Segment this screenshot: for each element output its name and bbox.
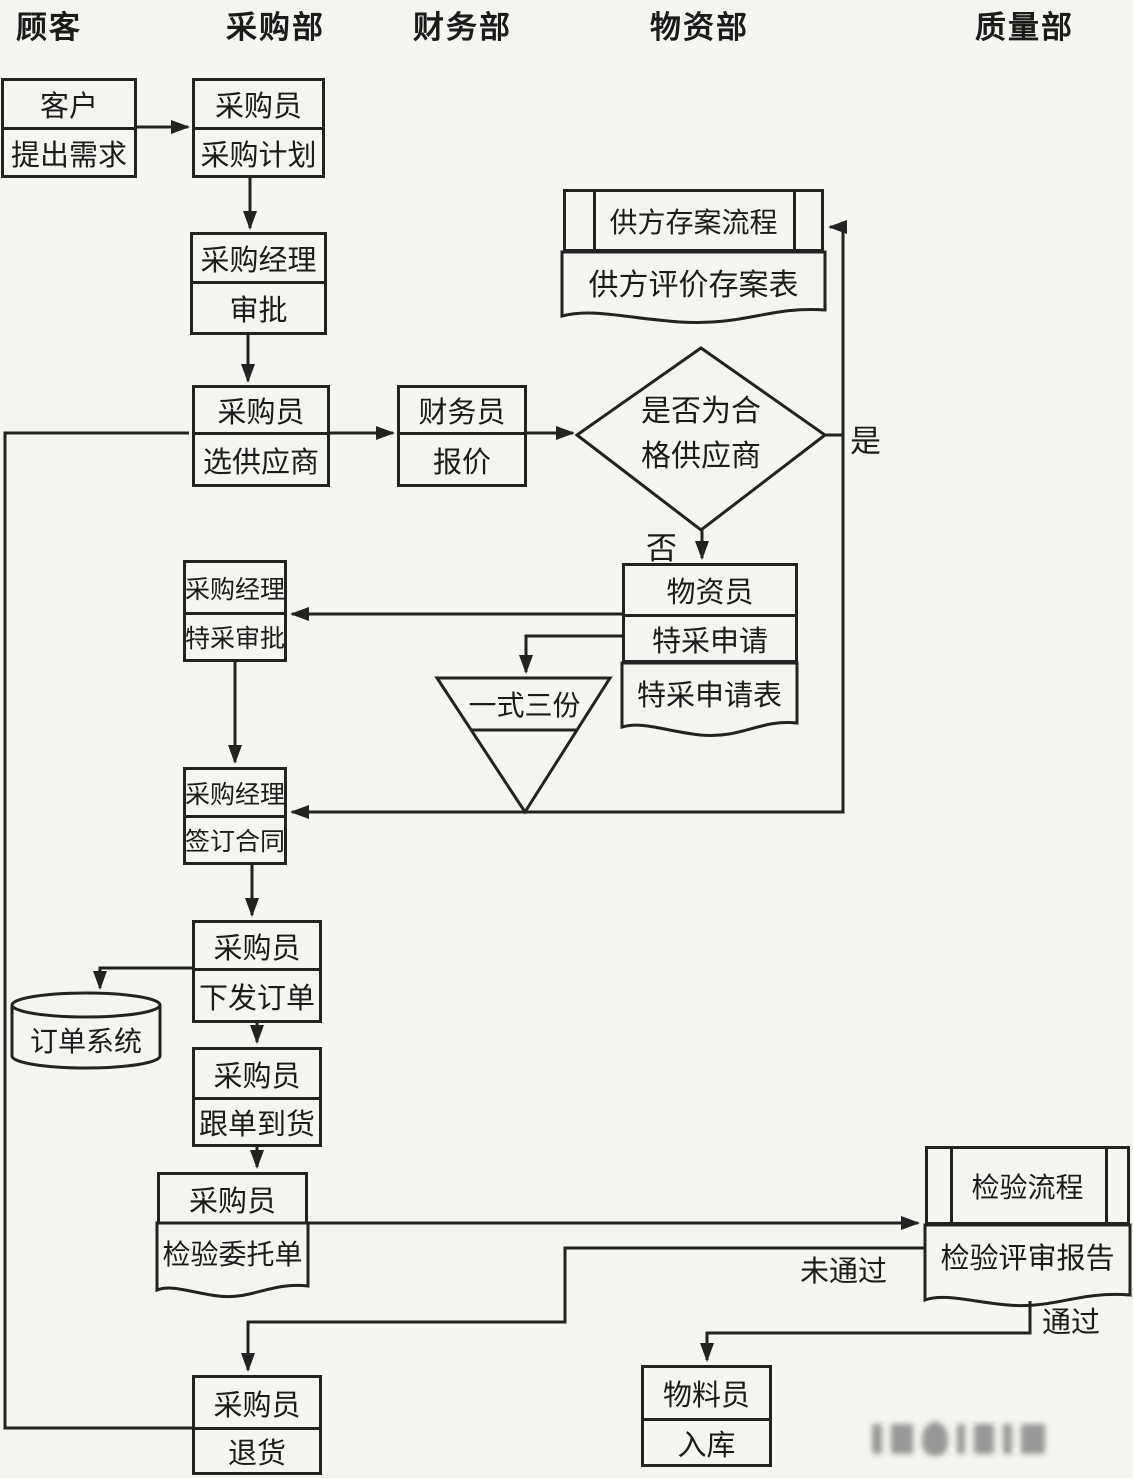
inspection-request-doc-shape (155, 1221, 310, 1299)
node-finance-quote-role: 财务员 (400, 388, 524, 435)
node-buyer-track-arrival-role: 采购员 (195, 1050, 319, 1100)
node-manager-approve: 采购经理 审批 (190, 232, 327, 335)
branch-label-pass: 通过 (1042, 1307, 1101, 1339)
node-manager-approve-role: 采购经理 (193, 235, 324, 284)
node-finance-quote-action: 报价 (432, 446, 491, 479)
watermark (872, 1418, 1122, 1460)
lane-header-materials: 物资部 (650, 10, 749, 45)
triplicate-funnel-label: 一式三份 (468, 691, 581, 722)
node-buyer-return-action: 退货 (227, 1438, 286, 1470)
branch-label-fail: 未通过 (800, 1256, 888, 1288)
arrow-request-to-funnel (519, 634, 622, 674)
lane-header-purchasing: 采购部 (226, 10, 325, 45)
node-manager-special-approve-role: 采购经理 (185, 563, 285, 615)
arrow-pass-to-storage (700, 1301, 1032, 1362)
predefined-left-bar (593, 192, 596, 249)
inspection-process-label: 检验流程 (971, 1172, 1084, 1204)
node-buyer-return: 采购员 退货 (192, 1375, 322, 1475)
inspection-request-doc-label: 检验委托单 (162, 1240, 303, 1271)
node-supplier-filing-process: 供方存案流程 (563, 189, 824, 252)
node-buyer-plan: 采购员 采购计划 (192, 78, 325, 178)
node-materials-special-request: 物资员 特采申请 (622, 563, 798, 663)
supplier-filing-process-label: 供方存案流程 (609, 207, 778, 239)
watermark-mark (922, 1422, 948, 1456)
node-customer-request: 客户 提出需求 (1, 78, 137, 178)
node-manager-sign-contract-action: 签订合同 (185, 829, 286, 856)
supplier-evaluation-form-label: 供方评价存案表 (588, 269, 799, 302)
arrow-yes-to-filing-process (825, 220, 847, 437)
node-customer-request-role: 客户 (4, 81, 134, 130)
node-buyer-plan-action: 采购计划 (200, 139, 317, 172)
node-buyer-return-role: 采购员 (195, 1378, 319, 1430)
node-manager-approve-action: 审批 (229, 295, 288, 327)
node-buyer-issue-order: 采购员 下发订单 (192, 920, 322, 1023)
order-system-cylinder-body (10, 1005, 162, 1070)
watermark-mark (974, 1424, 994, 1454)
node-inspection-process: 检验流程 (925, 1146, 1130, 1225)
order-system-cylinder-top (10, 991, 162, 1019)
node-customer-request-action: 提出需求 (10, 139, 127, 172)
arrow-fail-to-return (241, 1246, 925, 1372)
predefined-left-bar (950, 1149, 953, 1222)
branch-label-yes: 是 (850, 424, 881, 459)
decision-line1: 是否为合 (641, 395, 761, 428)
inspection-report-label: 检验评审报告 (940, 1243, 1115, 1275)
watermark-mark (891, 1424, 913, 1454)
node-manager-sign-contract-role: 采购经理 (185, 770, 285, 818)
branch-label-no: 否 (646, 531, 677, 566)
node-buyer-inspection-request: 采购员 (157, 1172, 308, 1223)
node-buyer-track-arrival-action: 跟单到货 (198, 1109, 315, 1141)
special-request-form-label: 特采申请表 (636, 680, 782, 712)
node-manager-special-approve: 采购经理 特采审批 (183, 560, 287, 662)
decision-line2: 格供应商 (641, 440, 761, 473)
node-buyer-issue-order-role: 采购员 (195, 923, 319, 971)
watermark-mark (1003, 1424, 1012, 1454)
special-request-form-shape (620, 661, 799, 738)
node-buyer-plan-role: 采购员 (195, 81, 322, 130)
inspection-report-doc-shape (923, 1223, 1132, 1308)
order-system-label: 订单系统 (29, 1027, 142, 1058)
node-buyer-select-supplier-role: 采购员 (195, 388, 327, 435)
funnel-shape (434, 676, 613, 815)
node-material-clerk-storage: 物料员 入库 (641, 1365, 772, 1467)
node-materials-special-request-role: 物资员 (625, 566, 795, 617)
node-materials-special-request-action: 特采申请 (651, 625, 768, 658)
lane-header-finance: 财务部 (413, 10, 512, 45)
node-material-clerk-storage-action: 入库 (677, 1429, 736, 1462)
lane-header-quality: 质量部 (975, 10, 1074, 45)
lane-header-customer: 顾客 (16, 10, 82, 45)
watermark-mark (872, 1424, 882, 1454)
node-buyer-inspection-request-role: 采购员 (188, 1186, 276, 1218)
predefined-right-bar (793, 192, 796, 249)
node-buyer-select-supplier: 采购员 选供应商 (192, 385, 330, 487)
node-finance-quote: 财务员 报价 (397, 385, 527, 487)
node-buyer-select-supplier-action: 选供应商 (202, 446, 319, 479)
watermark-mark (1021, 1424, 1045, 1454)
decision-diamond-label: 是否为合 格供应商 (577, 386, 825, 482)
supplier-evaluation-form-shape (560, 250, 827, 325)
predefined-right-bar (1105, 1149, 1108, 1222)
node-buyer-track-arrival: 采购员 跟单到货 (192, 1047, 322, 1147)
node-manager-sign-contract: 采购经理 签订合同 (183, 767, 287, 865)
arrow-order-to-system (93, 966, 192, 990)
watermark-mark (957, 1424, 965, 1454)
arrow-yes-to-sign-contract (290, 436, 845, 819)
line-return-feedback-to-select (3, 431, 192, 1430)
node-buyer-issue-order-action: 下发订单 (198, 982, 315, 1015)
node-manager-special-approve-action: 特采审批 (185, 626, 286, 653)
node-material-clerk-storage-role: 物料员 (644, 1368, 769, 1421)
